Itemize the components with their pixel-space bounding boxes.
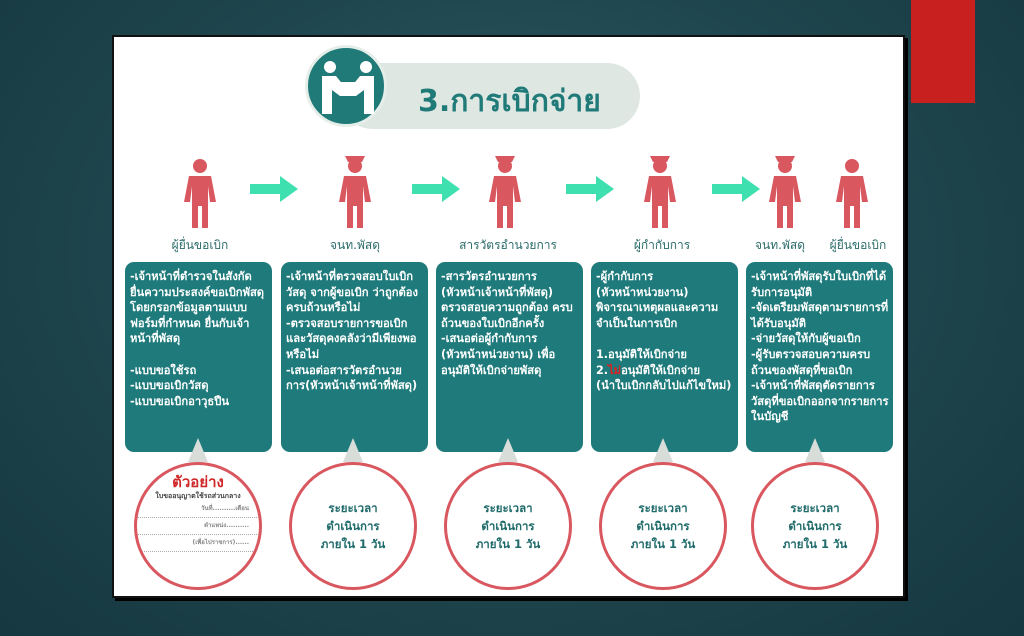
duration-circle: ระยะเวลา ดำเนินการ ภายใน 1 วัน — [289, 462, 417, 590]
sample-line: (เพื่อไปราชการ)...... — [137, 535, 259, 552]
step-text: -ผู้กำกับการ (หัวหน้าหน่วยงาน) พิจารณาเห… — [596, 270, 719, 377]
step-box: -ผู้กำกับการ (หัวหน้าหน่วยงาน) พิจารณาเห… — [591, 262, 738, 452]
sample-line: ตำแหน่ง.......... — [137, 518, 259, 535]
sample-heading: ตัวอย่าง — [172, 473, 224, 491]
sample-line: วันที่..........เดือน — [137, 501, 259, 518]
page-title: 3.การเบิกจ่าย — [418, 84, 601, 119]
sample-subheading: ใบขออนุญาตใช้รถส่วนกลาง — [155, 492, 241, 500]
step-text-highlight: ไม่ — [608, 363, 622, 377]
step-text: อนุมัติให้เบิกจ่าย (นำใบเบิกกลับไปแก้ไขใ… — [596, 363, 732, 393]
sample-form-circle: ตัวอย่าง ใบขออนุญาตใช้รถส่วนกลาง วันที่.… — [134, 462, 262, 590]
pointer — [343, 438, 363, 462]
officer-figure-icon — [765, 150, 805, 230]
step-box: -เจ้าหน้าที่ตรวจสอบใบเบิกวัสดุ จากผู้ขอเ… — [281, 262, 428, 452]
step-label: สารวัตรอำนวยการ — [459, 238, 557, 252]
arrow-right-icon — [712, 176, 760, 202]
step-label: จนท.พัสดุ — [755, 238, 805, 252]
step-box: -สารวัตรอำนวยการ (หัวหน้าเจ้าหน้าที่พัสด… — [436, 262, 583, 452]
pointer — [498, 438, 518, 462]
pointer — [188, 438, 208, 462]
officer-figure-icon — [335, 150, 375, 230]
person-figure-icon — [832, 150, 872, 230]
arrow-right-icon — [250, 176, 298, 202]
arrow-right-icon — [412, 176, 460, 202]
handover-icon — [305, 45, 387, 127]
person-figure-icon — [180, 150, 220, 230]
red-accent-tab — [911, 0, 975, 103]
step-label: ผู้ยื่นขอเบิก — [829, 238, 887, 252]
officer-figure-icon — [485, 150, 525, 230]
arrow-right-icon — [566, 176, 614, 202]
step-label: ผู้ยื่นขอเบิก — [171, 238, 229, 252]
step-label: จนท.พัสดุ — [330, 238, 380, 252]
step-box: -เจ้าหน้าที่พัสดุรับใบเบิกที่ได้รับการอน… — [746, 262, 893, 452]
duration-circle: ระยะเวลา ดำเนินการ ภายใน 1 วัน — [751, 462, 879, 590]
officer-figure-icon — [640, 150, 680, 230]
title-banner — [340, 63, 640, 129]
pointer — [653, 438, 673, 462]
step-box: -เจ้าหน้าที่ตำรวจในสังกัด ยื่นความประสงค… — [125, 262, 272, 452]
pointer — [805, 438, 825, 462]
duration-circle: ระยะเวลา ดำเนินการ ภายใน 1 วัน — [599, 462, 727, 590]
duration-circle: ระยะเวลา ดำเนินการ ภายใน 1 วัน — [444, 462, 572, 590]
step-label: ผู้กำกับการ — [633, 238, 691, 252]
